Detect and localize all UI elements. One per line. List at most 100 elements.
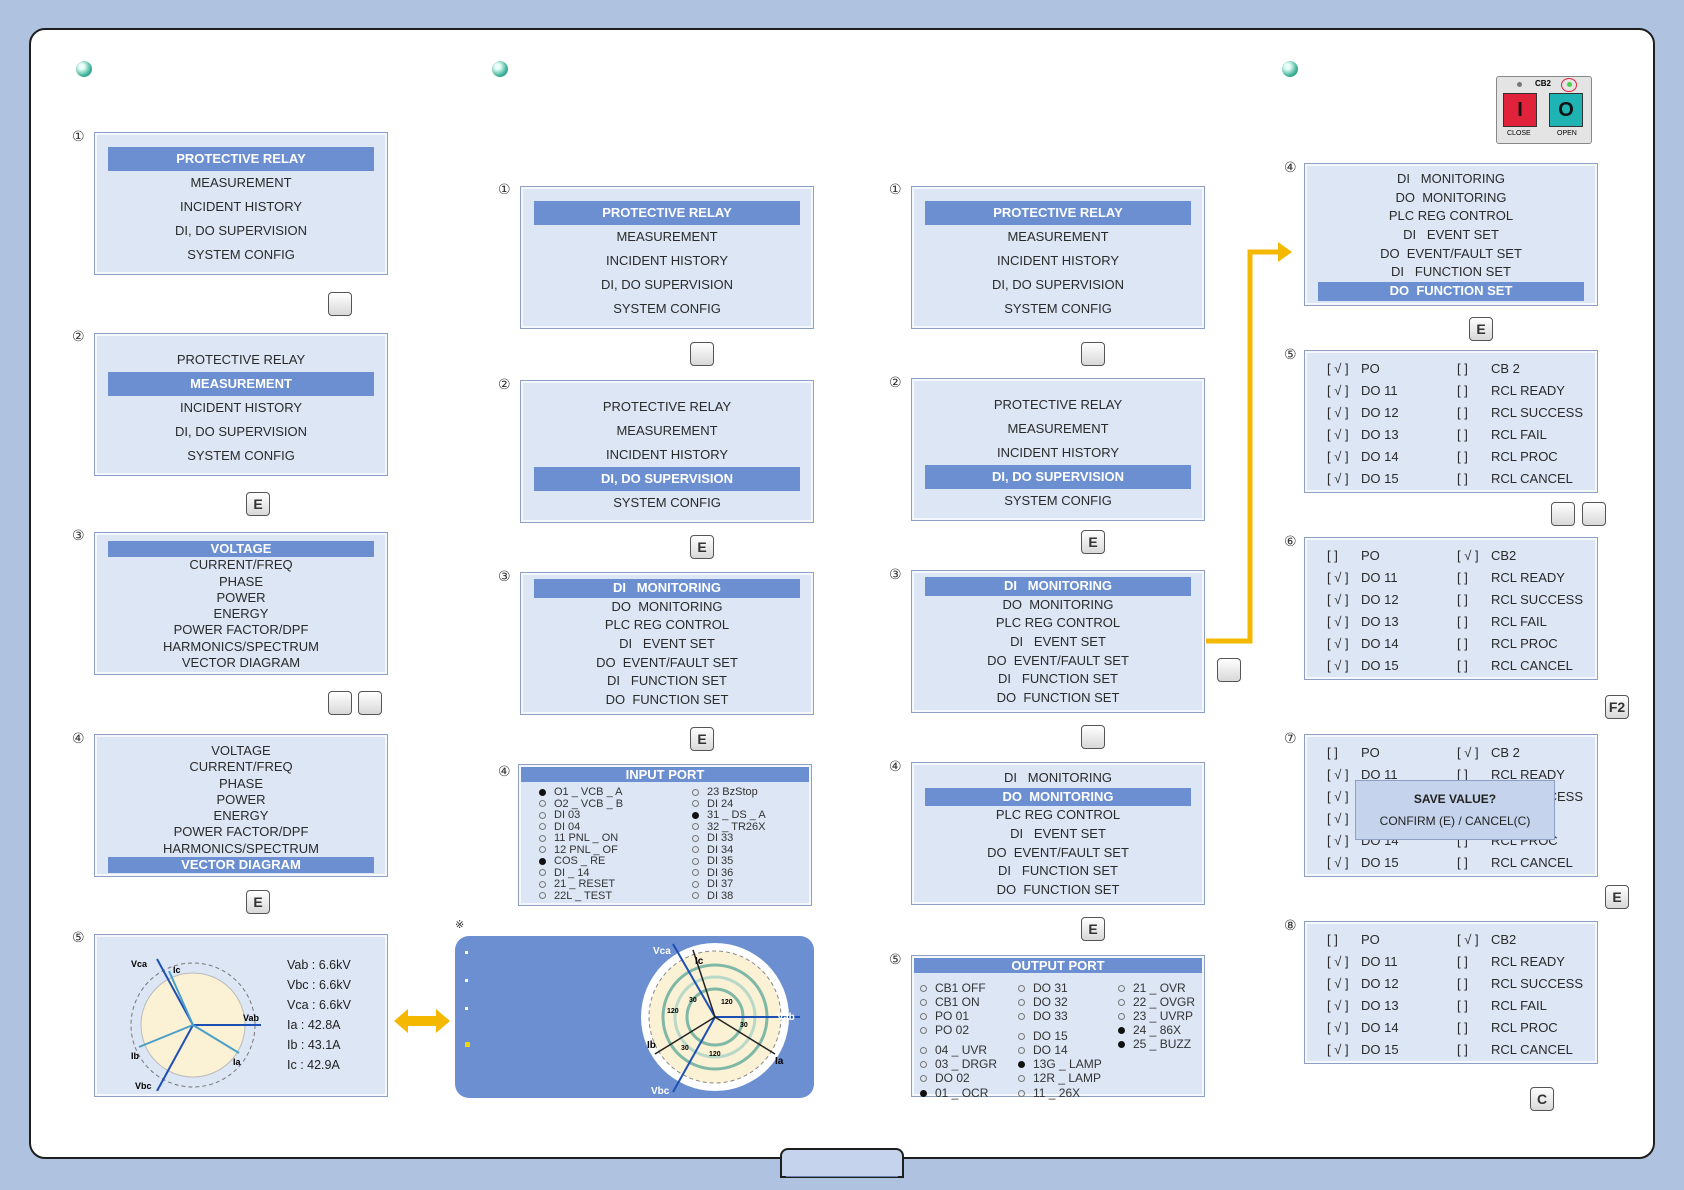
- checkbox[interactable]: [ ]: [1457, 833, 1468, 848]
- checkbox[interactable]: [ √ ]: [1327, 658, 1349, 673]
- e-key-button[interactable]: E: [246, 492, 270, 516]
- down-key-button[interactable]: [328, 292, 352, 316]
- menu-item: SYSTEM CONFIG: [1004, 493, 1112, 508]
- checkbox[interactable]: [ √ ]: [1457, 745, 1479, 760]
- checkbox[interactable]: [ ]: [1327, 932, 1338, 947]
- checkbox[interactable]: [ ]: [1327, 548, 1338, 563]
- key-label: E: [697, 539, 707, 555]
- up-key-button[interactable]: [1217, 658, 1241, 682]
- checkbox[interactable]: [ ]: [1457, 767, 1468, 782]
- do-right-row: [ ]RCL SUCCESS: [1457, 405, 1583, 420]
- down-key-button[interactable]: [1081, 725, 1105, 749]
- c-key-button[interactable]: C: [1530, 1087, 1554, 1111]
- checkbox[interactable]: [ ]: [1457, 570, 1468, 585]
- up-key-button[interactable]: [328, 691, 352, 715]
- checkbox[interactable]: [ √ ]: [1327, 636, 1349, 651]
- checkbox[interactable]: [ √ ]: [1327, 1020, 1349, 1035]
- port-item: 11 PNL _ ON: [539, 833, 618, 844]
- do-label: DO 11: [1361, 570, 1398, 585]
- checkbox[interactable]: [ ]: [1457, 1020, 1468, 1035]
- checkbox[interactable]: [ √ ]: [1327, 767, 1349, 782]
- e-key-button[interactable]: E: [690, 727, 714, 751]
- cb2-close-button[interactable]: I: [1503, 93, 1537, 127]
- checkbox[interactable]: [ √ ]: [1327, 449, 1349, 464]
- checkbox[interactable]: [ ]: [1457, 1042, 1468, 1057]
- checkbox[interactable]: [ √ ]: [1327, 789, 1349, 804]
- ring-label: 30: [689, 997, 697, 1004]
- checkbox[interactable]: [ √ ]: [1327, 570, 1349, 585]
- checkbox[interactable]: [ √ ]: [1457, 932, 1479, 947]
- checkbox[interactable]: [ √ ]: [1457, 548, 1479, 563]
- do-label: DO 11: [1361, 767, 1398, 782]
- port-label: 23 _ UVRP: [1133, 1009, 1194, 1023]
- port-item: PO 01: [920, 1010, 969, 1022]
- checkbox[interactable]: [ √ ]: [1327, 427, 1349, 442]
- checkbox[interactable]: [ √ ]: [1327, 855, 1349, 870]
- do-left-row: [ √ ]DO 12: [1327, 976, 1399, 991]
- e-key-button[interactable]: E: [1469, 317, 1493, 341]
- down-key-button[interactable]: [1582, 502, 1606, 526]
- key-label: E: [253, 496, 263, 512]
- port-label: 31 _ DS _ A: [707, 809, 766, 821]
- checkbox[interactable]: [ √ ]: [1327, 811, 1349, 826]
- step-number: ⑧: [1284, 918, 1297, 934]
- checkbox[interactable]: [ √ ]: [1327, 405, 1349, 420]
- port-item: 01 _ OCR: [920, 1087, 988, 1099]
- do-right-row: [ √ ]CB2: [1457, 548, 1516, 563]
- checkbox[interactable]: [ √ ]: [1327, 976, 1349, 991]
- port-item: 13G _ LAMP: [1018, 1058, 1102, 1070]
- checkbox[interactable]: [ ]: [1457, 636, 1468, 651]
- checkbox[interactable]: [ ]: [1457, 614, 1468, 629]
- checkbox[interactable]: [ ]: [1457, 361, 1468, 376]
- checkbox[interactable]: [ ]: [1327, 745, 1338, 760]
- port-item: DI 34: [692, 844, 733, 856]
- checkbox[interactable]: [ ]: [1457, 855, 1468, 870]
- checkbox[interactable]: [ √ ]: [1327, 998, 1349, 1013]
- checkbox[interactable]: [ ]: [1457, 592, 1468, 607]
- cb2-open-button[interactable]: O: [1549, 93, 1583, 127]
- checkbox[interactable]: [ ]: [1457, 427, 1468, 442]
- e-key-button[interactable]: E: [246, 890, 270, 914]
- e-key-button[interactable]: E: [690, 535, 714, 559]
- checkbox[interactable]: [ √ ]: [1327, 361, 1349, 376]
- checkbox[interactable]: [ ]: [1457, 383, 1468, 398]
- e-key-button[interactable]: E: [1605, 885, 1629, 909]
- checkbox[interactable]: [ ]: [1457, 658, 1468, 673]
- down-key-button[interactable]: [690, 342, 714, 366]
- port-label: 11 _ 26X: [1033, 1086, 1081, 1100]
- checkbox[interactable]: [ √ ]: [1327, 614, 1349, 629]
- checkbox[interactable]: [ √ ]: [1327, 592, 1349, 607]
- checkbox[interactable]: [ ]: [1457, 998, 1468, 1013]
- step-number: ④: [889, 759, 902, 775]
- checkbox[interactable]: [ √ ]: [1327, 1042, 1349, 1057]
- checkbox[interactable]: [ ]: [1457, 471, 1468, 486]
- step-number: ①: [498, 182, 511, 198]
- checkbox[interactable]: [ ]: [1457, 954, 1468, 969]
- checkbox[interactable]: [ √ ]: [1327, 383, 1349, 398]
- port-item: DO 31: [1018, 982, 1068, 994]
- port-item: DI 33: [692, 833, 733, 844]
- f2-key-button[interactable]: F2: [1605, 695, 1629, 719]
- do-label: RCL READY: [1491, 954, 1565, 969]
- down-key-button[interactable]: [1081, 342, 1105, 366]
- checkbox[interactable]: [ √ ]: [1327, 471, 1349, 486]
- status-dot-icon: [920, 1090, 927, 1098]
- down-key-button[interactable]: [358, 691, 382, 715]
- e-key-button[interactable]: E: [1081, 530, 1105, 554]
- checkbox[interactable]: [ ]: [1457, 976, 1468, 991]
- status-dot-icon: [920, 1061, 927, 1069]
- checkbox[interactable]: [ ]: [1457, 449, 1468, 464]
- checkbox[interactable]: [ ]: [1457, 405, 1468, 420]
- column-marker-dot: [492, 61, 508, 77]
- save-value-popup: SAVE VALUE? CONFIRM (E) / CANCEL(C): [1355, 780, 1555, 840]
- do-label: RCL CANCEL: [1491, 471, 1573, 486]
- e-key-button[interactable]: E: [1081, 917, 1105, 941]
- up-key-button[interactable]: [1551, 502, 1575, 526]
- checkbox[interactable]: [ √ ]: [1327, 833, 1349, 848]
- menu-item: INCIDENT HISTORY: [996, 445, 1120, 460]
- checkbox[interactable]: [ √ ]: [1327, 954, 1349, 969]
- port-item: 03 _ DRGR: [920, 1058, 997, 1070]
